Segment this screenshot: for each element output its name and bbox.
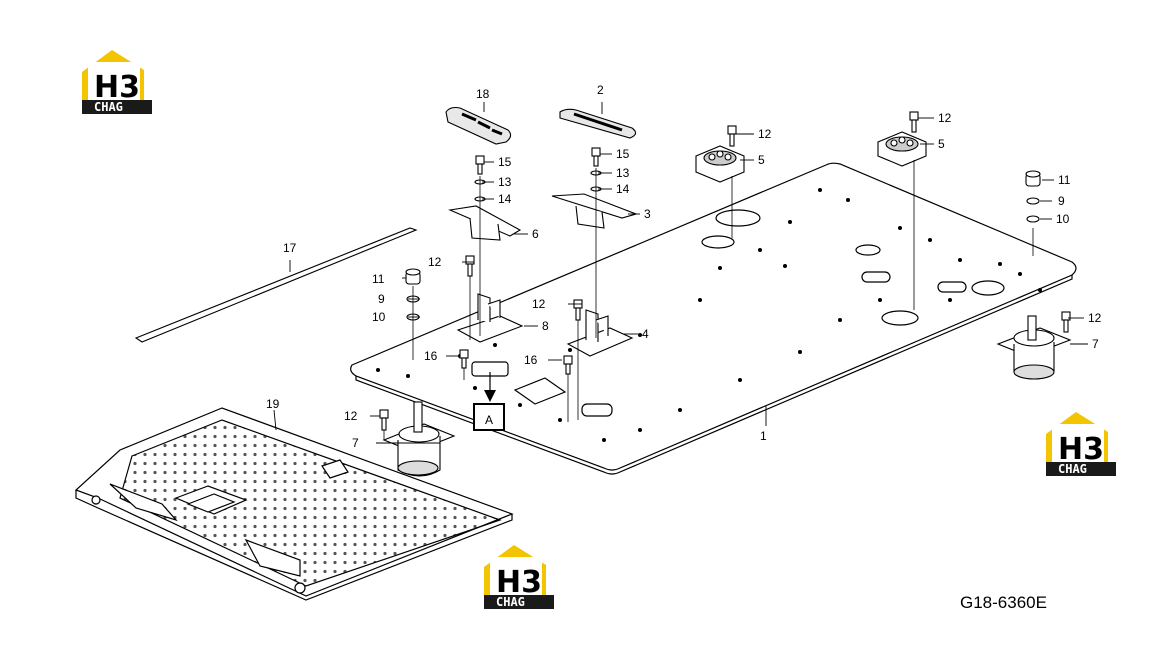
callout-13-left: 13 [498,175,512,189]
main-plate [350,162,1077,475]
callout-7-right: 7 [1092,337,1099,351]
callout-14-right: 14 [616,182,630,196]
callout-16-left: 16 [424,349,438,363]
callout-18: 18 [476,87,490,101]
center-lines [383,160,1034,440]
leader-lines [273,102,1088,444]
callout-11-right: 11 [1058,173,1071,187]
callout-10-left: 10 [372,310,386,324]
watermark-logo-right: H3 CHAG [1046,412,1116,476]
callout-labels: 1 2 3 4 5 5 6 7 7 8 9 9 10 10 11 11 12 1… [266,83,1102,450]
callout-17: 17 [283,241,297,255]
callout-10-right: 10 [1056,212,1070,226]
damper-7-right [996,315,1072,380]
callout-12-e: 12 [758,127,772,141]
callout-16-right: 16 [524,353,538,367]
damper-7-left [382,401,456,477]
callout-1: 1 [760,429,767,443]
callout-12-c: 12 [344,409,358,423]
logo-sub: CHAG [94,100,123,114]
callout-9-left: 9 [378,292,385,306]
drawing-code: G18-6360E [960,593,1047,612]
mount-5-left [695,145,745,183]
callout-2: 2 [597,83,604,97]
callout-3: 3 [644,207,651,221]
logo-sub: CHAG [1058,462,1087,476]
callout-4: 4 [642,327,649,341]
bracket-3 [551,193,638,229]
callout-5-right: 5 [938,137,945,151]
logo-brand: H3 [496,565,542,600]
callout-6: 6 [532,227,539,241]
watermark-logo-bottom: H3 CHAG [484,545,554,609]
callout-9-right: 9 [1058,194,1065,208]
detail-marker: A [473,372,505,431]
logo-sub: CHAG [496,595,525,609]
callout-15-left: 15 [498,155,512,169]
mount-5-right [877,131,927,167]
detail-marker-label: A [485,413,493,427]
callout-12-a: 12 [428,255,442,269]
cover-18 [445,106,512,145]
callout-13-right: 13 [616,166,630,180]
strip-17 [134,227,418,343]
watermark-logo-top-left: H3 CHAG [82,50,152,114]
cover-2 [559,108,637,139]
bracket-4 [566,309,634,357]
callout-15-right: 15 [616,147,630,161]
callout-14-left: 14 [498,192,512,206]
callout-5-left: 5 [758,153,765,167]
callout-12-b: 12 [532,297,546,311]
logo-brand: H3 [94,70,140,105]
callout-11-left: 11 [372,272,385,286]
callout-12-d: 12 [1088,311,1102,325]
callout-19: 19 [266,397,280,411]
bracket-8 [456,293,524,343]
logo-brand: H3 [1058,432,1104,467]
callout-7-left: 7 [352,436,359,450]
bracket-6 [448,205,522,241]
callout-12-f: 12 [938,111,952,125]
callout-8: 8 [542,319,549,333]
floor-mat-19 [74,407,514,601]
